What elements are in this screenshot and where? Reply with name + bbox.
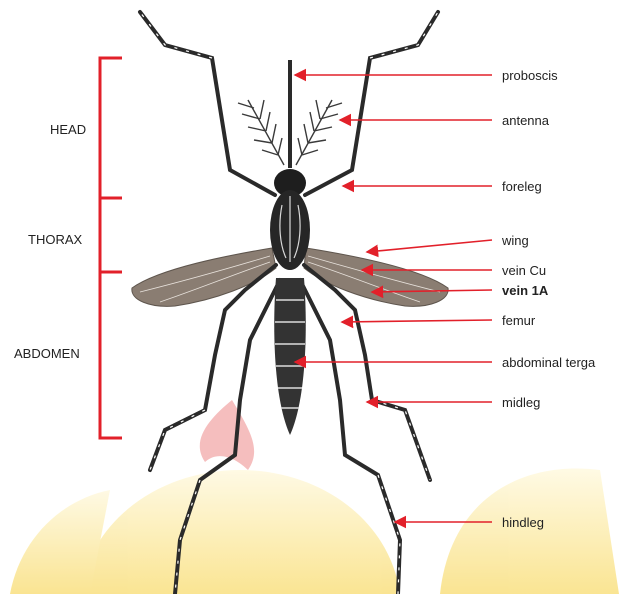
body-bracket [100, 58, 122, 438]
label-foreleg: foreleg [502, 179, 542, 194]
region-thorax-label: THORAX [28, 232, 83, 247]
region-head-label: HEAD [50, 122, 86, 137]
label-femur: femur [502, 313, 536, 328]
label-wing: wing [501, 233, 529, 248]
label-abdominal-terga: abdominal terga [502, 355, 596, 370]
label-midleg: midleg [502, 395, 540, 410]
arrow-femur [342, 320, 492, 322]
label-vein-1a: vein 1A [502, 283, 549, 298]
label-hindleg: hindleg [502, 515, 544, 530]
abdomen-shape [274, 278, 306, 435]
label-vein-cu: vein Cu [502, 263, 546, 278]
label-antenna: antenna [502, 113, 550, 128]
region-brackets [100, 58, 122, 438]
label-proboscis: proboscis [502, 68, 558, 83]
left-wing [132, 248, 276, 306]
arrow-wing [367, 240, 492, 252]
region-abdomen-label: ABDOMEN [14, 346, 80, 361]
right-wing [304, 248, 448, 306]
